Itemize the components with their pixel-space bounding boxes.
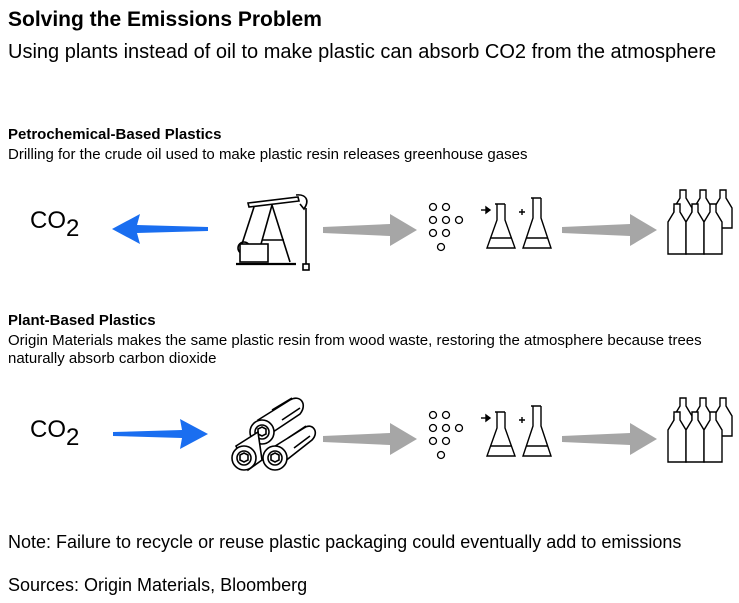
section-heading-plant: Plant-Based Plastics (8, 312, 156, 329)
footnote: Note: Failure to recycle or reuse plasti… (8, 532, 682, 552)
co2-release-arrow (112, 214, 208, 244)
process-arrow-4 (562, 423, 657, 455)
flask-icon (480, 197, 552, 249)
chart-title: Solving the Emissions Problem (8, 8, 322, 31)
process-arrow-3 (323, 423, 417, 455)
co2-absorb-arrow (113, 419, 208, 449)
bottles-icon (667, 189, 733, 255)
co2-label-petrochemical: CO2 (30, 207, 80, 242)
bottles-icon (667, 397, 733, 463)
section-description-plant: Origin Materials makes the same plastic … (8, 332, 702, 367)
flask-icon (480, 405, 552, 457)
molecules-icon (428, 410, 464, 460)
oil-pumpjack-icon (236, 194, 310, 271)
chart-subtitle: Using plants instead of oil to make plas… (8, 41, 717, 63)
co2-label-plant: CO2 (30, 416, 80, 451)
sources: Sources: Origin Materials, Bloomberg (8, 575, 308, 595)
wood-logs-icon (231, 397, 317, 472)
section-description-petrochemical: Drilling for the crude oil used to make … (8, 146, 528, 163)
section-heading-petrochemical: Petrochemical-Based Plastics (8, 126, 222, 143)
process-arrow-2 (562, 214, 657, 246)
process-arrow-1 (323, 214, 417, 246)
molecules-icon (428, 202, 464, 252)
